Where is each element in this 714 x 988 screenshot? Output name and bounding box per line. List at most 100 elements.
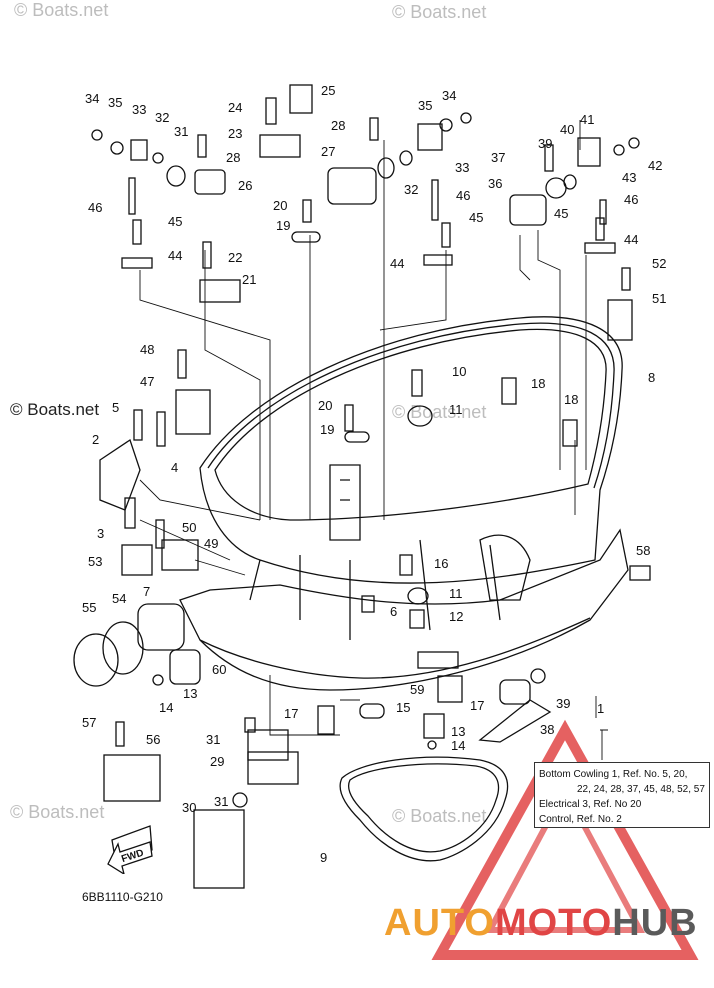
part-label: 13 [183,686,197,701]
part-label: 25 [321,83,335,98]
brand-part-moto: MOTO [494,902,613,944]
part-label: 41 [580,112,594,127]
brand-triangle-logo [431,719,699,960]
part-label: 6 [390,604,397,619]
part-label: 59 [410,682,424,697]
part-label: 43 [622,170,636,185]
part-label: 32 [155,110,169,125]
part-label: 39 [556,696,570,711]
part-label: 52 [652,256,666,271]
part-label: 15 [396,700,410,715]
part-label: 54 [112,591,126,606]
cowling-rim-seal [207,322,615,489]
part-label: 17 [284,706,298,721]
part-label: 11 [449,402,463,417]
watermark-top-right: © Boats.net [392,2,487,22]
part-label: 20 [273,198,287,213]
part-label: 18 [564,392,578,407]
part-label: 32 [404,182,418,197]
part-label: 20 [318,398,332,413]
gasket [339,756,509,862]
part-label: 44 [624,232,638,247]
part-label: 45 [168,214,182,229]
part-label: 53 [88,554,102,569]
fwd-arrow-icon: FWD [107,841,153,876]
part-label: 9 [320,850,327,865]
part-label: 44 [168,248,182,263]
hardware-parts [73,84,651,889]
part-label: 46 [456,188,470,203]
part-label: 39 [538,136,552,151]
reference-line-3: Electrical 3, Ref. No 20 [539,799,642,810]
part-label: 58 [636,543,650,558]
part-label: 44 [390,256,404,271]
part-label: 56 [146,732,160,747]
part-label: 24 [228,100,242,115]
part-label: 31 [214,794,228,809]
part-label: 7 [143,584,150,599]
part-label: 8 [648,370,655,385]
cowling-rim-inner [214,328,607,521]
forward-arrow: FWD [104,834,154,879]
part-label: 3 [97,526,104,541]
part-label: 36 [488,176,502,191]
brand-wordmark: AUTOMOTOHUB [384,902,698,945]
reference-note-box: Bottom Cowling 1, Ref. No. 5, 20, 22, 24… [534,762,710,828]
part-label: 49 [204,536,218,551]
part-label: 50 [182,520,196,535]
part-label: 29 [210,754,224,769]
cowling-rim-outer [199,316,623,584]
brand-part-hub: HUB [612,902,698,944]
watermark-bottom-left: © Boats.net [10,802,105,822]
part-label: 51 [652,291,666,306]
part-label: 17 [470,698,484,713]
watermark-top-left: © Boats.net [14,0,109,20]
part-label: 11 [449,586,463,601]
reference-line-2: 22, 24, 28, 37, 45, 48, 52, 57 [577,784,705,795]
part-label: 4 [171,460,178,475]
part-label: 23 [228,126,242,141]
part-label: 33 [455,160,469,175]
part-label: 35 [108,95,122,110]
part-label: 28 [226,150,240,165]
part-label: 48 [140,342,154,357]
part-label: 28 [331,118,345,133]
part-label: 40 [560,122,574,137]
part-label: 5 [112,400,119,415]
part-label: 14 [451,738,465,753]
part-label: 42 [648,158,662,173]
part-label: 47 [140,374,154,389]
part-label: 46 [88,200,102,215]
part-label: 27 [321,144,335,159]
part-label: 30 [182,800,196,815]
part-label: 34 [442,88,456,103]
part-label: 21 [242,272,256,287]
reference-line-4: Control, Ref. No. 2 [539,814,622,825]
part-label: 14 [159,700,173,715]
part-label: 13 [451,724,465,739]
part-label: 38 [540,722,554,737]
part-label: 35 [418,98,432,113]
part-label: 31 [174,124,188,139]
part-label: 55 [82,600,96,615]
brand-part-auto: AUTO [384,902,495,944]
watermark-bottom-right: © Boats.net [392,806,487,826]
part-label: 19 [320,422,334,437]
part-label: 19 [276,218,290,233]
watermark-left: © Boats.net [10,400,100,419]
part-label: 18 [531,376,545,391]
part-label: 33 [132,102,146,117]
reference-line-1: Bottom Cowling 1, Ref. No. 5, 20, [539,769,688,780]
part-label: 31 [206,732,220,747]
part-label: 16 [434,556,448,571]
part-label: 46 [624,192,638,207]
part-label: 34 [85,91,99,106]
part-label: 60 [212,662,226,677]
part-label: 26 [238,178,252,193]
part-label: 12 [449,609,463,624]
part-label: 22 [228,250,242,265]
part-label: 45 [554,206,568,221]
part-label: 2 [92,432,99,447]
diagram-code: 6BB1110-G210 [82,890,163,904]
